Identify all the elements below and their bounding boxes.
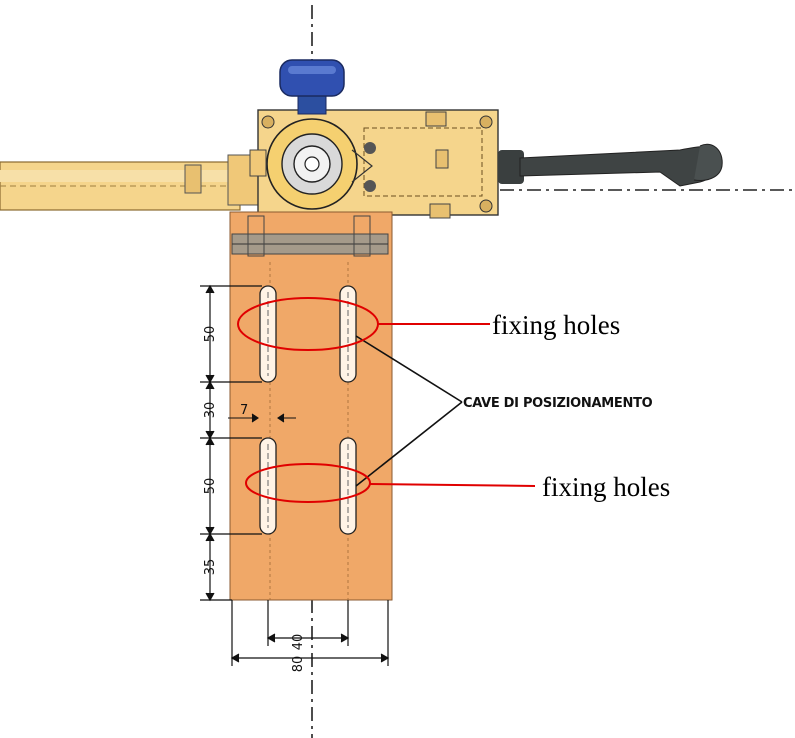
dim-slot-width: 7 — [240, 403, 248, 418]
fixing-holes-label-lower: fixing holes — [542, 472, 671, 502]
dim-vertical-4: 35 — [203, 559, 218, 576]
handle — [498, 143, 723, 187]
fixing-holes-highlights — [237, 297, 536, 503]
slot-top-left — [259, 285, 277, 383]
slot-bottom-left — [259, 437, 277, 535]
dim-vertical-3: 50 — [203, 478, 218, 495]
dim-plate-width: 80 — [291, 656, 306, 673]
cave-leader-lines — [355, 335, 463, 487]
slot-width-dimension — [228, 413, 296, 423]
dim-vertical-2: 30 — [203, 402, 218, 419]
dim-slot-spacing: 40 — [291, 634, 306, 651]
slot-top-right — [339, 285, 357, 383]
mounting-plate — [229, 211, 393, 601]
left-bar — [0, 154, 259, 211]
clamp-body — [249, 109, 499, 219]
blue-knob — [279, 59, 345, 115]
fixing-holes-label-upper: fixing holes — [492, 310, 621, 340]
lower-highlight-leader — [369, 483, 536, 487]
lower-highlight-ellipse — [245, 463, 371, 503]
slot-bottom-right — [339, 437, 357, 535]
cave-di-posizionamento-label: CAVE DI POSIZIONAMENTO — [463, 396, 653, 411]
vertical-dimension-chain — [200, 284, 262, 602]
horizontal-dimensions — [230, 600, 390, 666]
slots — [259, 285, 357, 535]
dim-vertical-1: 50 — [203, 326, 218, 343]
